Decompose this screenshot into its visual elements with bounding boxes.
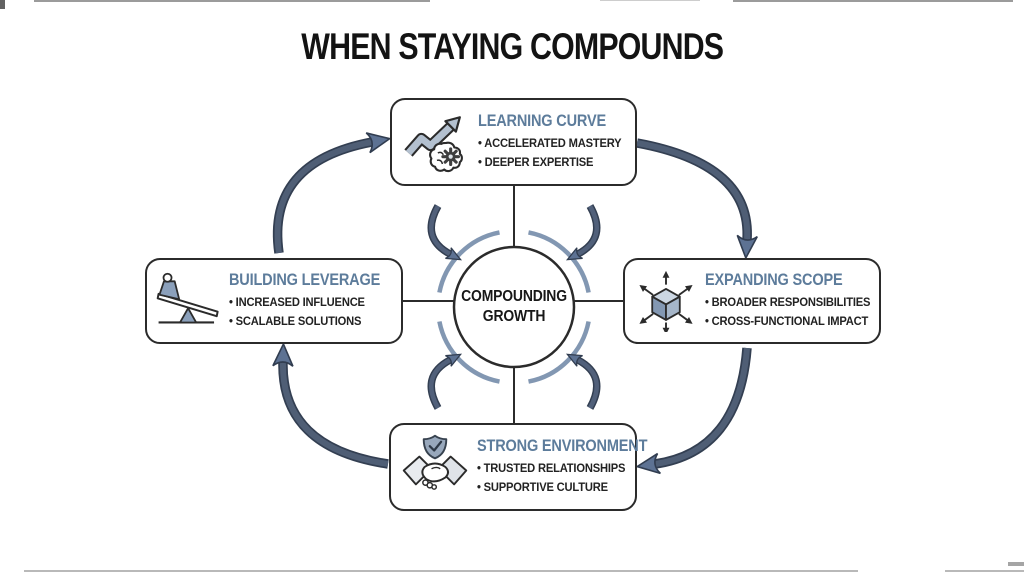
arrow-top-to-right — [636, 138, 758, 260]
node-heading: LEARNING CURVE — [478, 111, 606, 130]
edge-artifact — [34, 0, 430, 2]
node-bullet-list: TRUSTED RELATIONSHIPS SUPPORTIVE CULTURE — [477, 459, 671, 497]
center-circle — [452, 245, 576, 369]
node-bullet: CROSS-FUNCTIONAL IMPACT — [705, 312, 870, 331]
expanding-cube-icon — [633, 270, 699, 332]
node-bullet: ACCELERATED MASTERY — [478, 134, 621, 153]
lever-icon — [155, 272, 223, 330]
arrow-left-to-top — [272, 132, 392, 254]
inner-arrow-bottom-right — [565, 353, 601, 410]
inner-center-arrows — [427, 204, 601, 410]
outer-cycle-arrows — [272, 132, 758, 475]
node-bullet: BROADER RESPONSIBILITIES — [705, 293, 871, 312]
node-bullet: SUPPORTIVE CULTURE — [477, 478, 651, 497]
node-bullet: DEEPER EXPERTISE — [478, 153, 621, 172]
handshake-shield-icon — [399, 434, 471, 500]
center-node: COMPOUNDING GROWTH — [454, 249, 574, 365]
page-title: WHEN STAYING COMPOUNDS — [301, 26, 724, 67]
edge-artifact — [945, 570, 1024, 572]
node-bullet: TRUSTED RELATIONSHIPS — [477, 459, 651, 478]
arrow-bottom-to-left — [272, 342, 389, 469]
node-expanding-scope: EXPANDING SCOPE BROADER RESPONSIBILITIES… — [623, 258, 881, 344]
edge-artifact — [24, 570, 858, 572]
inner-arrow-bottom-left — [427, 353, 463, 410]
edge-artifact — [0, 0, 5, 9]
inner-arrow-top-left — [427, 204, 463, 261]
center-label: COMPOUNDING GROWTH — [461, 287, 567, 325]
node-heading: EXPANDING SCOPE — [705, 270, 843, 289]
node-strong-environment: STRONG ENVIRONMENT TRUSTED RELATIONSHIPS… — [389, 423, 647, 511]
edge-artifact — [1008, 562, 1024, 566]
inner-arrow-top-right — [565, 204, 601, 261]
node-bullet: INCREASED INFLUENCE — [229, 293, 384, 312]
node-learning-curve: LEARNING CURVE ACCELERATED MASTERY DEEPE… — [390, 98, 637, 186]
arrow-right-to-bottom — [635, 347, 752, 475]
edge-artifact — [733, 0, 1013, 2]
growth-arrow-brain-icon — [400, 109, 472, 175]
node-bullet-list: ACCELERATED MASTERY DEEPER EXPERTISE — [478, 134, 637, 172]
node-heading: BUILDING LEVERAGE — [229, 270, 381, 289]
node-bullet: SCALABLE SOLUTIONS — [229, 312, 384, 331]
connector-lines — [403, 186, 623, 423]
node-building-leverage: BUILDING LEVERAGE INCREASED INFLUENCE SC… — [145, 258, 403, 344]
edge-artifact — [600, 0, 700, 1]
node-bullet-list: BROADER RESPONSIBILITIES CROSS-FUNCTIONA… — [705, 293, 889, 331]
node-heading: STRONG ENVIRONMENT — [477, 436, 648, 455]
node-bullet-list: INCREASED INFLUENCE SCALABLE SOLUTIONS — [229, 293, 401, 331]
